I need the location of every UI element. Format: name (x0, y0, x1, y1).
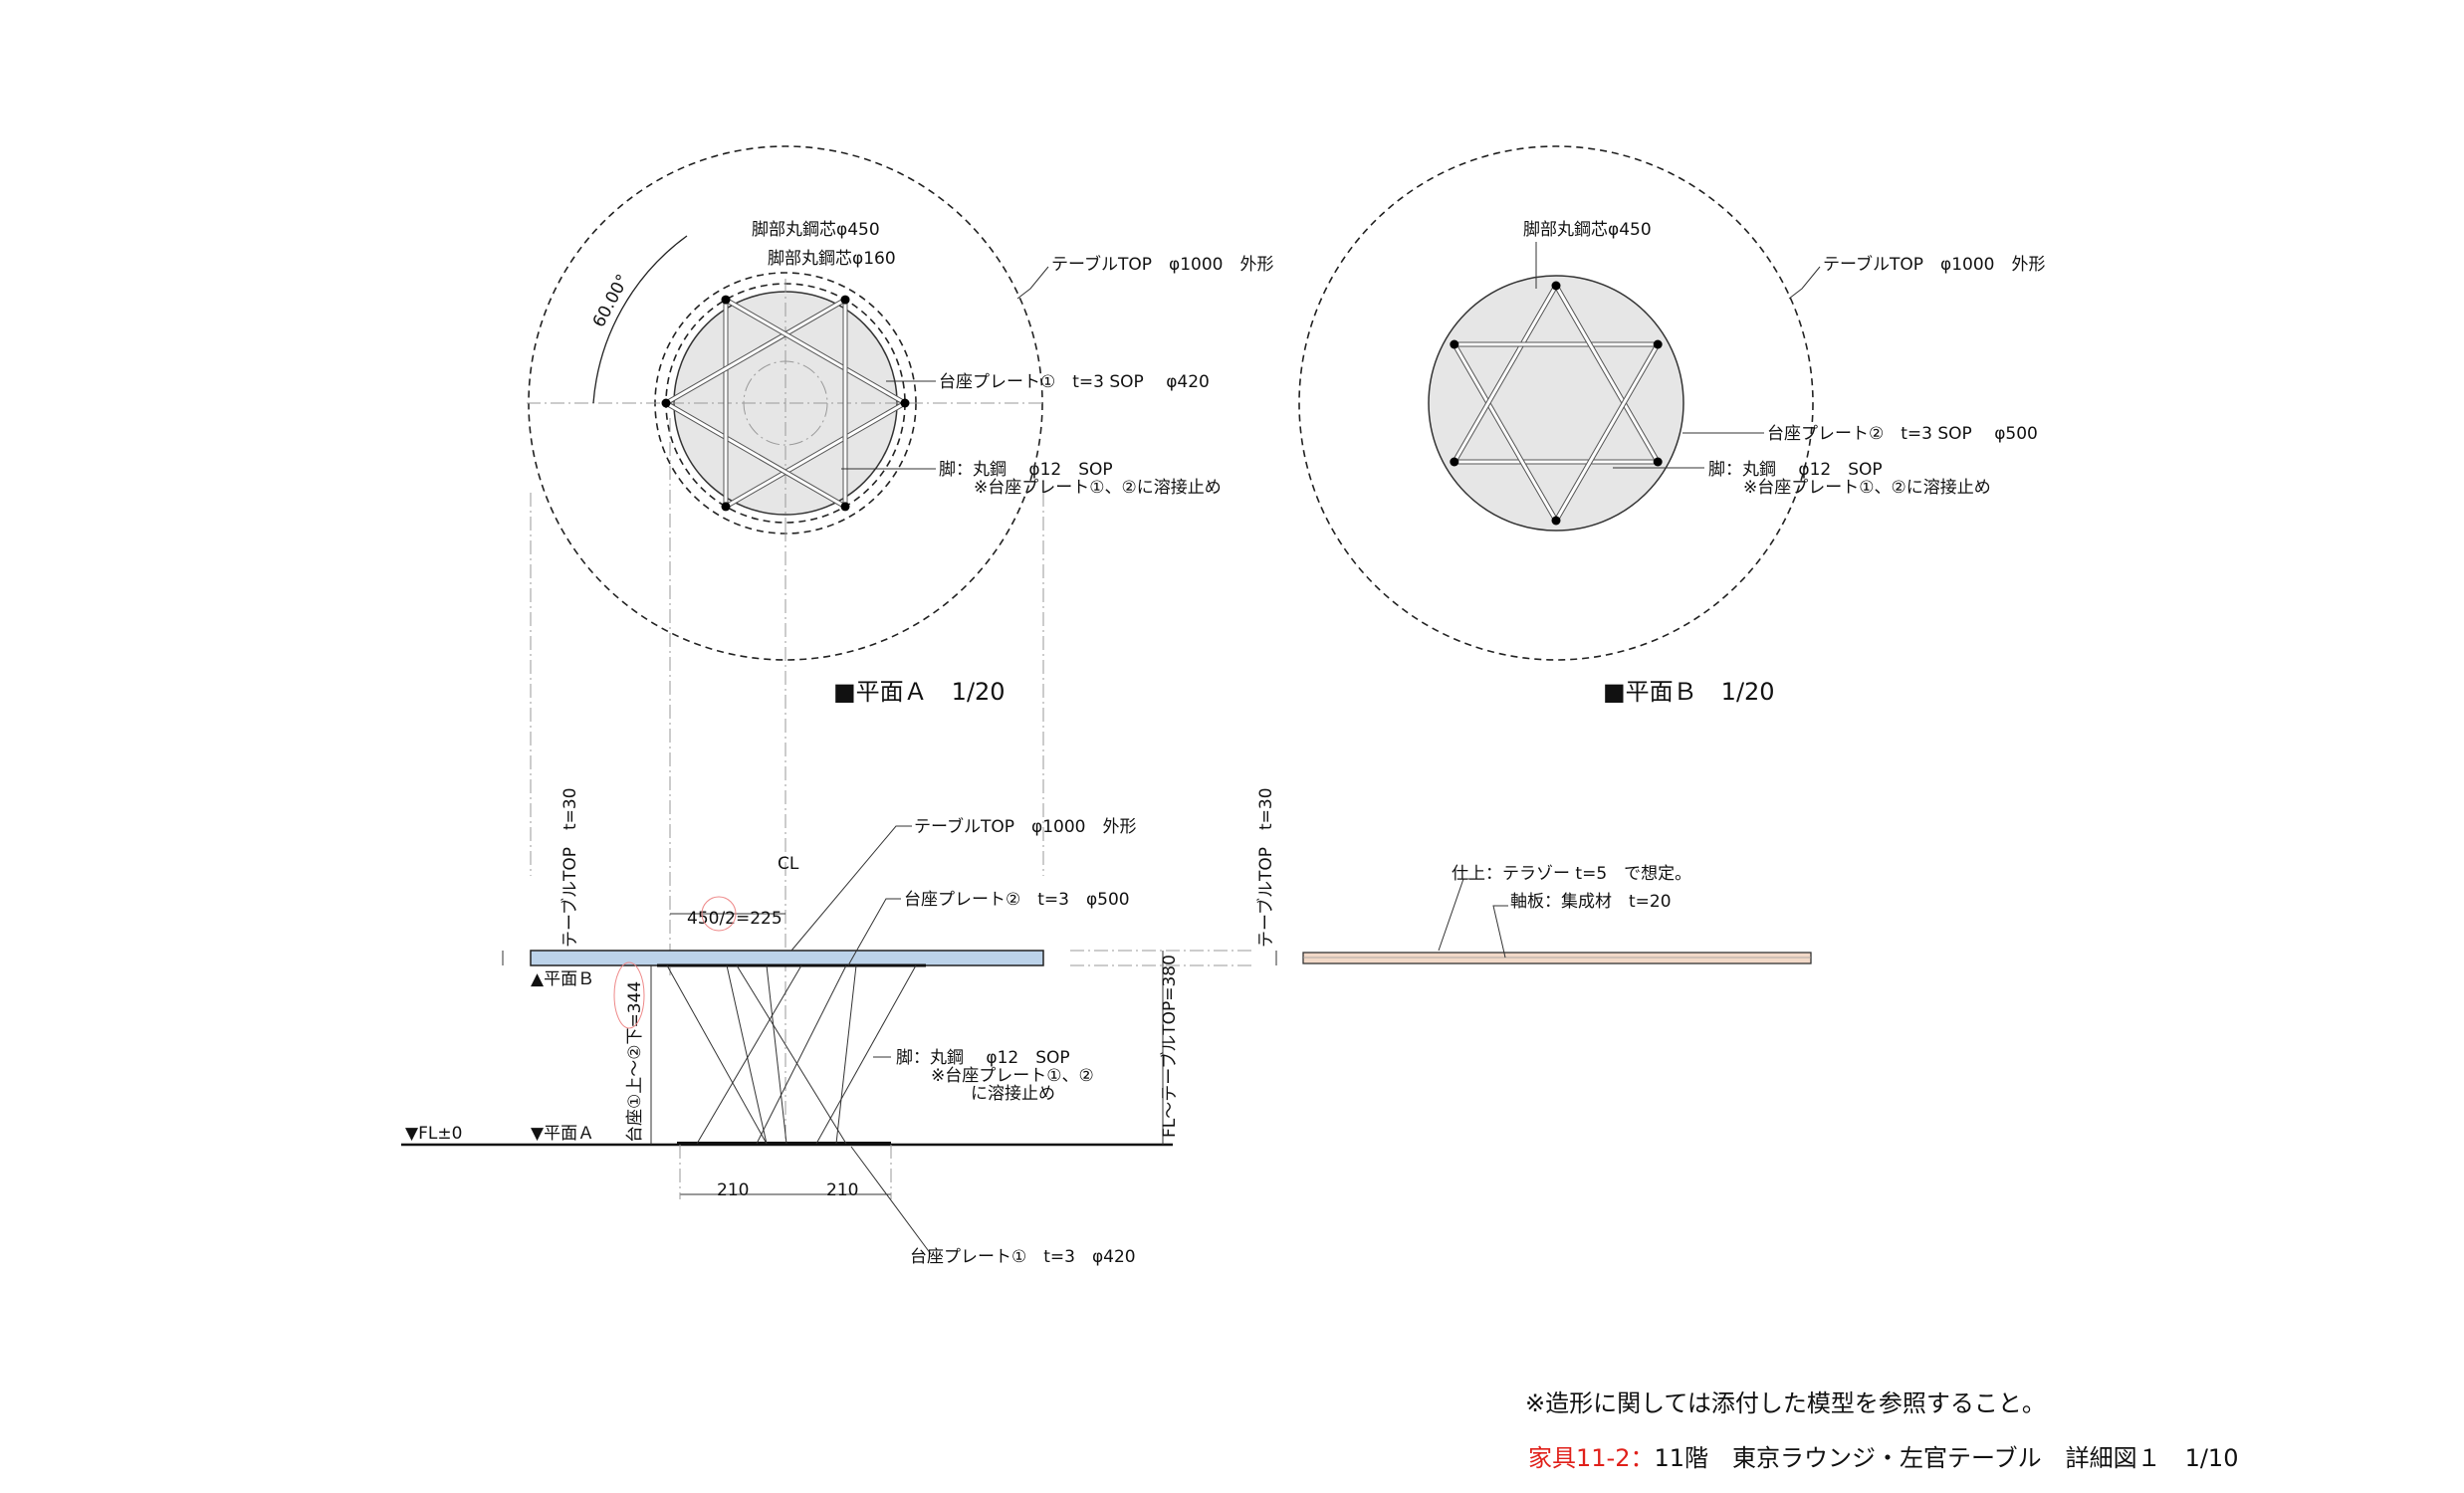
plan-b: 脚部丸鋼芯φ450 テーブルTOP φ1000 外形 台座プレート② t=3 S… (1298, 145, 2045, 706)
leg-star (1450, 281, 1663, 526)
leg-rod-highlight (1554, 342, 1660, 523)
weld-point (1450, 339, 1459, 349)
finish-label: 仕上：テラゾー t=5 で想定。 (1452, 864, 1691, 884)
level-b-label: ▲平面Ｂ (531, 969, 594, 989)
weld-point (1653, 457, 1663, 467)
weld-point (721, 295, 731, 305)
height-plates-label: 台座①上～②下=344 (625, 981, 645, 1143)
leg-rod (756, 964, 847, 1145)
weld-point (840, 502, 850, 512)
weld-point (1450, 457, 1459, 467)
leg-star (661, 295, 910, 512)
leg-rod (666, 964, 768, 1145)
top-thickness-label: テーブルTOP t=30 (560, 787, 580, 948)
dim-left-label: 210 (717, 1180, 749, 1200)
plan-a: 60.00° 脚部丸鋼芯φ450 脚部丸鋼芯φ160 テーブルTOP φ1000… (527, 145, 1273, 1145)
drawing-code: 家具11-2： (1528, 1444, 1654, 1472)
base-plate-2 (1428, 275, 1684, 532)
leg-note: ※台座プレート①、②に溶接止め (974, 478, 1222, 498)
weld-point (900, 398, 910, 408)
dim-right-label: 210 (826, 1180, 858, 1200)
table-top-label: テーブルTOP φ1000 外形 (1823, 254, 2045, 275)
base-plate-2-label: 台座プレート② t=3 φ500 (904, 890, 1130, 910)
height-total-label: FL～テーブルTOP=380 (1159, 955, 1180, 1138)
leg-note: ※台座プレート①、②に溶接止め (1743, 478, 1991, 498)
weld-point (661, 398, 671, 408)
weld-point (1551, 281, 1561, 291)
leg-rod (696, 964, 802, 1145)
plan-a-title: ■平面Ａ 1/20 (833, 678, 1006, 706)
model-reference-note: ※造形に関しては添付した模型を参照すること。 (1525, 1389, 2046, 1417)
top-thickness-label: テーブルTOP t=30 (1255, 787, 1276, 948)
leg-rod (726, 964, 768, 1145)
leg-rod (736, 964, 847, 1145)
angle-arc (592, 235, 688, 404)
leg-rod-highlight (1554, 284, 1660, 464)
leg-rod-highlight (664, 298, 847, 405)
leg-rod (835, 964, 857, 1145)
footer: ※造形に関しては添付した模型を参照すること。 家具11-2：11階 東京ラウンジ… (1525, 1389, 2238, 1472)
leg-label: 脚：丸鋼 φ12 SOP (896, 1048, 1070, 1068)
base-plate-label: 台座プレート① t=3 SOP φ420 (939, 372, 1210, 392)
elevation: 450/2=225 CL テーブルTOP φ1000 外形 台座プレート② t=… (401, 787, 1254, 1267)
center-line-label: CL (778, 854, 799, 874)
leg-label: 脚：丸鋼 φ12 SOP (1708, 460, 1883, 480)
drawing-title: 家具11-2：11階 東京ラウンジ・左官テーブル 詳細図１ 1/10 (1528, 1444, 2238, 1472)
legs-elevation (666, 964, 917, 1145)
table-top-outline (1298, 145, 1814, 661)
weld-point (721, 502, 731, 512)
leg-rod-highlight (724, 401, 907, 509)
leg-rod (815, 964, 917, 1145)
leg-rod-highlight (1453, 342, 1558, 523)
leg-core-450-label: 脚部丸鋼芯φ450 (752, 220, 880, 240)
plan-b-title: ■平面Ｂ 1/20 (1603, 678, 1775, 706)
leg-note-1: ※台座プレート①、② (931, 1066, 1094, 1086)
leg-rod-highlight (664, 401, 847, 509)
leg-rod (766, 964, 787, 1145)
level-a-label: ▼平面Ａ (531, 1124, 594, 1144)
weld-point (1551, 516, 1561, 526)
top-section: テーブルTOP t=30 仕上：テラゾー t=5 で想定。 軸板：集成材 t=2… (1255, 787, 1812, 965)
leg-core-160-label: 脚部丸鋼芯φ160 (768, 249, 896, 269)
check-mark-ellipse (613, 961, 645, 1029)
table-top-label: テーブルTOP φ1000 外形 (1051, 254, 1273, 275)
fl-label: ▼FL±0 (405, 1124, 462, 1144)
weld-point (840, 295, 850, 305)
leg-label: 脚：丸鋼 φ12 SOP (939, 460, 1113, 480)
table-top-label: テーブルTOP φ1000 外形 (914, 816, 1136, 837)
core-label: 軸板：集成材 t=20 (1510, 892, 1672, 912)
leg-rod-highlight (724, 298, 907, 405)
base-plate-label: 台座プレート② t=3 SOP φ500 (1767, 424, 2038, 444)
leg-core-450-label: 脚部丸鋼芯φ450 (1523, 220, 1652, 240)
weld-point (1653, 339, 1663, 349)
leg-note-2: に溶接止め (971, 1084, 1055, 1104)
leg-rod-highlight (1453, 284, 1558, 464)
base-plate-1-label: 台座プレート① t=3 φ420 (910, 1247, 1136, 1267)
drawing-name: 11階 東京ラウンジ・左官テーブル 詳細図１ 1/10 (1654, 1444, 2238, 1472)
terrazzo-top (1302, 952, 1812, 964)
check-mark-circle (701, 896, 737, 932)
table-top-section (530, 950, 1044, 966)
